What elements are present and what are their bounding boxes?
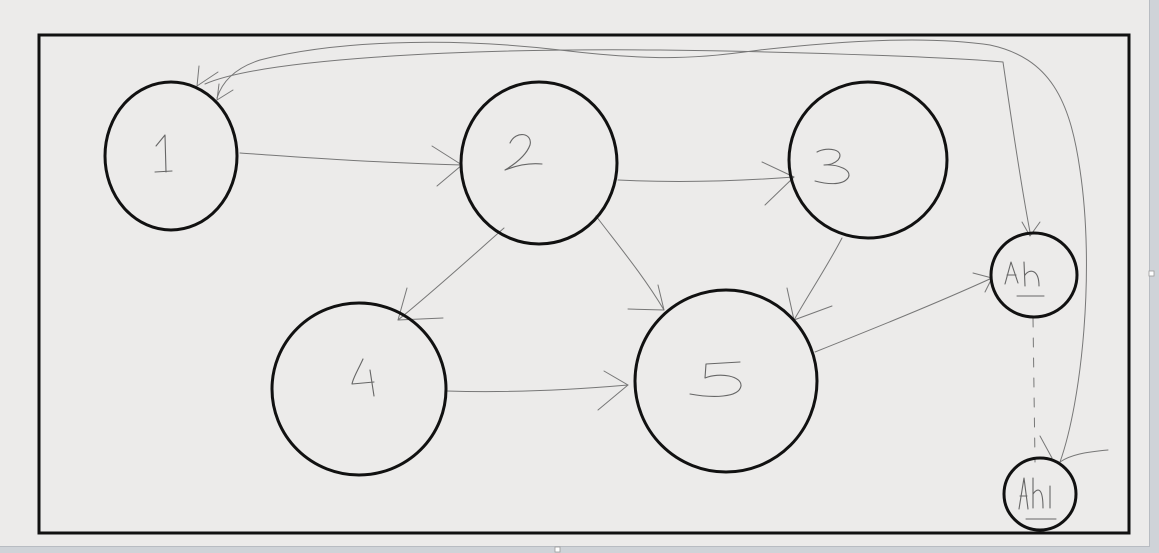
node-4-label	[351, 358, 375, 397]
node-ah-circle[interactable]	[989, 231, 1079, 319]
edge-ahi-to-1	[196, 39, 1109, 463]
resize-handle-bottom[interactable]	[554, 546, 561, 553]
edge-3-to-5	[786, 237, 843, 321]
node-5-circle[interactable]	[633, 288, 819, 474]
edge-1-to-ah	[204, 49, 1041, 237]
resize-handle-right[interactable]	[1148, 270, 1155, 277]
edge-5-to-ah	[814, 272, 993, 353]
edge-2-to-5	[595, 215, 665, 311]
node-ah-label	[1004, 261, 1045, 297]
edge-2-to-3	[617, 161, 795, 206]
edge-4-to-5	[446, 370, 629, 411]
node-ahi-circle[interactable]	[1002, 456, 1078, 532]
node-2-circle[interactable]	[459, 80, 619, 246]
edge-ah-ahi-dashed	[1032, 317, 1036, 463]
node-2-label	[504, 134, 543, 171]
diagram-frame	[37, 33, 1131, 535]
node-5-label	[689, 361, 742, 397]
node-4-circle[interactable]	[270, 301, 448, 477]
node-3-circle[interactable]	[787, 80, 949, 240]
node-ahi-label	[1018, 477, 1057, 520]
node-1-label	[154, 134, 173, 173]
node-1-circle[interactable]	[103, 80, 239, 232]
edge-2-to-4	[397, 227, 505, 321]
node-3-label	[814, 148, 850, 185]
edge-1-to-2	[239, 145, 463, 187]
